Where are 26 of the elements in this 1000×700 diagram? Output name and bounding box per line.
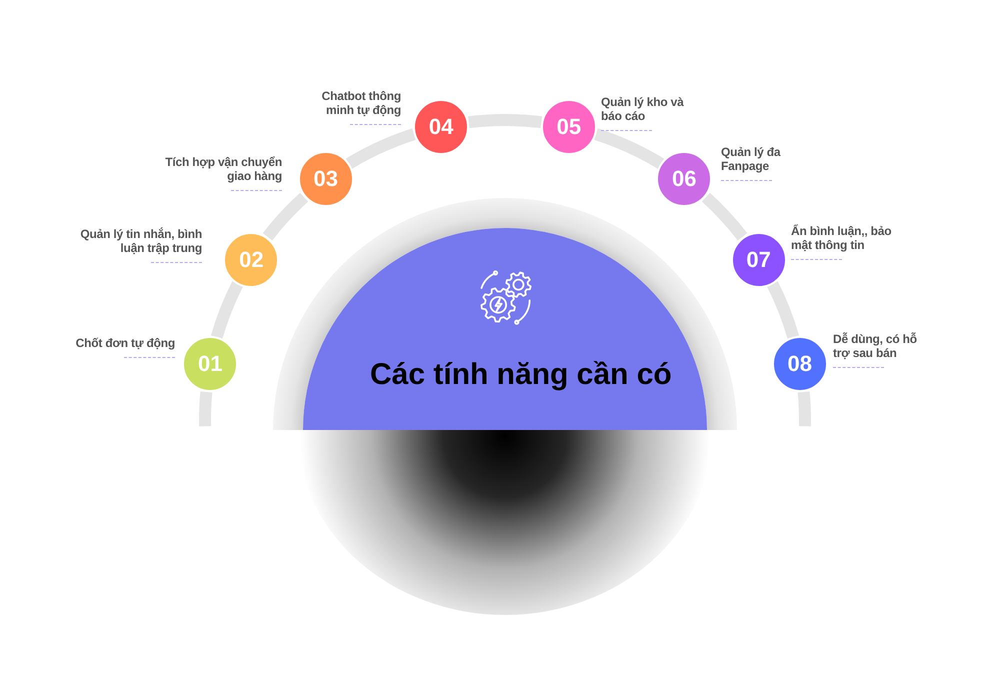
arc-connector [199, 392, 212, 426]
step-number: 08 [788, 352, 812, 376]
feature-label: Dễ dùng, có hỗ trợ sau bán [833, 332, 918, 360]
feature-label: Quản lý kho và báo cáo [601, 95, 685, 123]
feature-label: Quản lý đa Fanpage [721, 145, 782, 173]
arc-connector [468, 114, 542, 128]
step-number: 02 [239, 248, 264, 272]
step-number: 01 [198, 352, 222, 376]
arc-connector [702, 192, 748, 241]
feature-label: Ẩn bình luận,, bảo mật thông tin [791, 224, 892, 252]
feature-label: Quản lý tin nhắn, bình luận trập trung [79, 227, 202, 255]
step-number: 06 [672, 167, 697, 192]
step-number: 03 [313, 167, 338, 192]
feature-label: Chatbot thông minh tự động [320, 89, 401, 117]
arc-connector [594, 128, 664, 170]
arc-connector [346, 128, 416, 170]
arc-connector [767, 281, 800, 339]
arc-connector [210, 281, 243, 339]
center-heading: Các tính năng cần có [370, 357, 672, 393]
feature-label: Tích hợp vận chuyển giao hàng [164, 155, 282, 183]
arc-connector [798, 392, 811, 426]
step-number: 05 [556, 114, 582, 139]
arc-connector [262, 192, 308, 241]
feature-label: Chốt đơn tự động [76, 336, 175, 350]
step-number: 07 [746, 248, 771, 272]
step-number: 04 [428, 114, 454, 139]
